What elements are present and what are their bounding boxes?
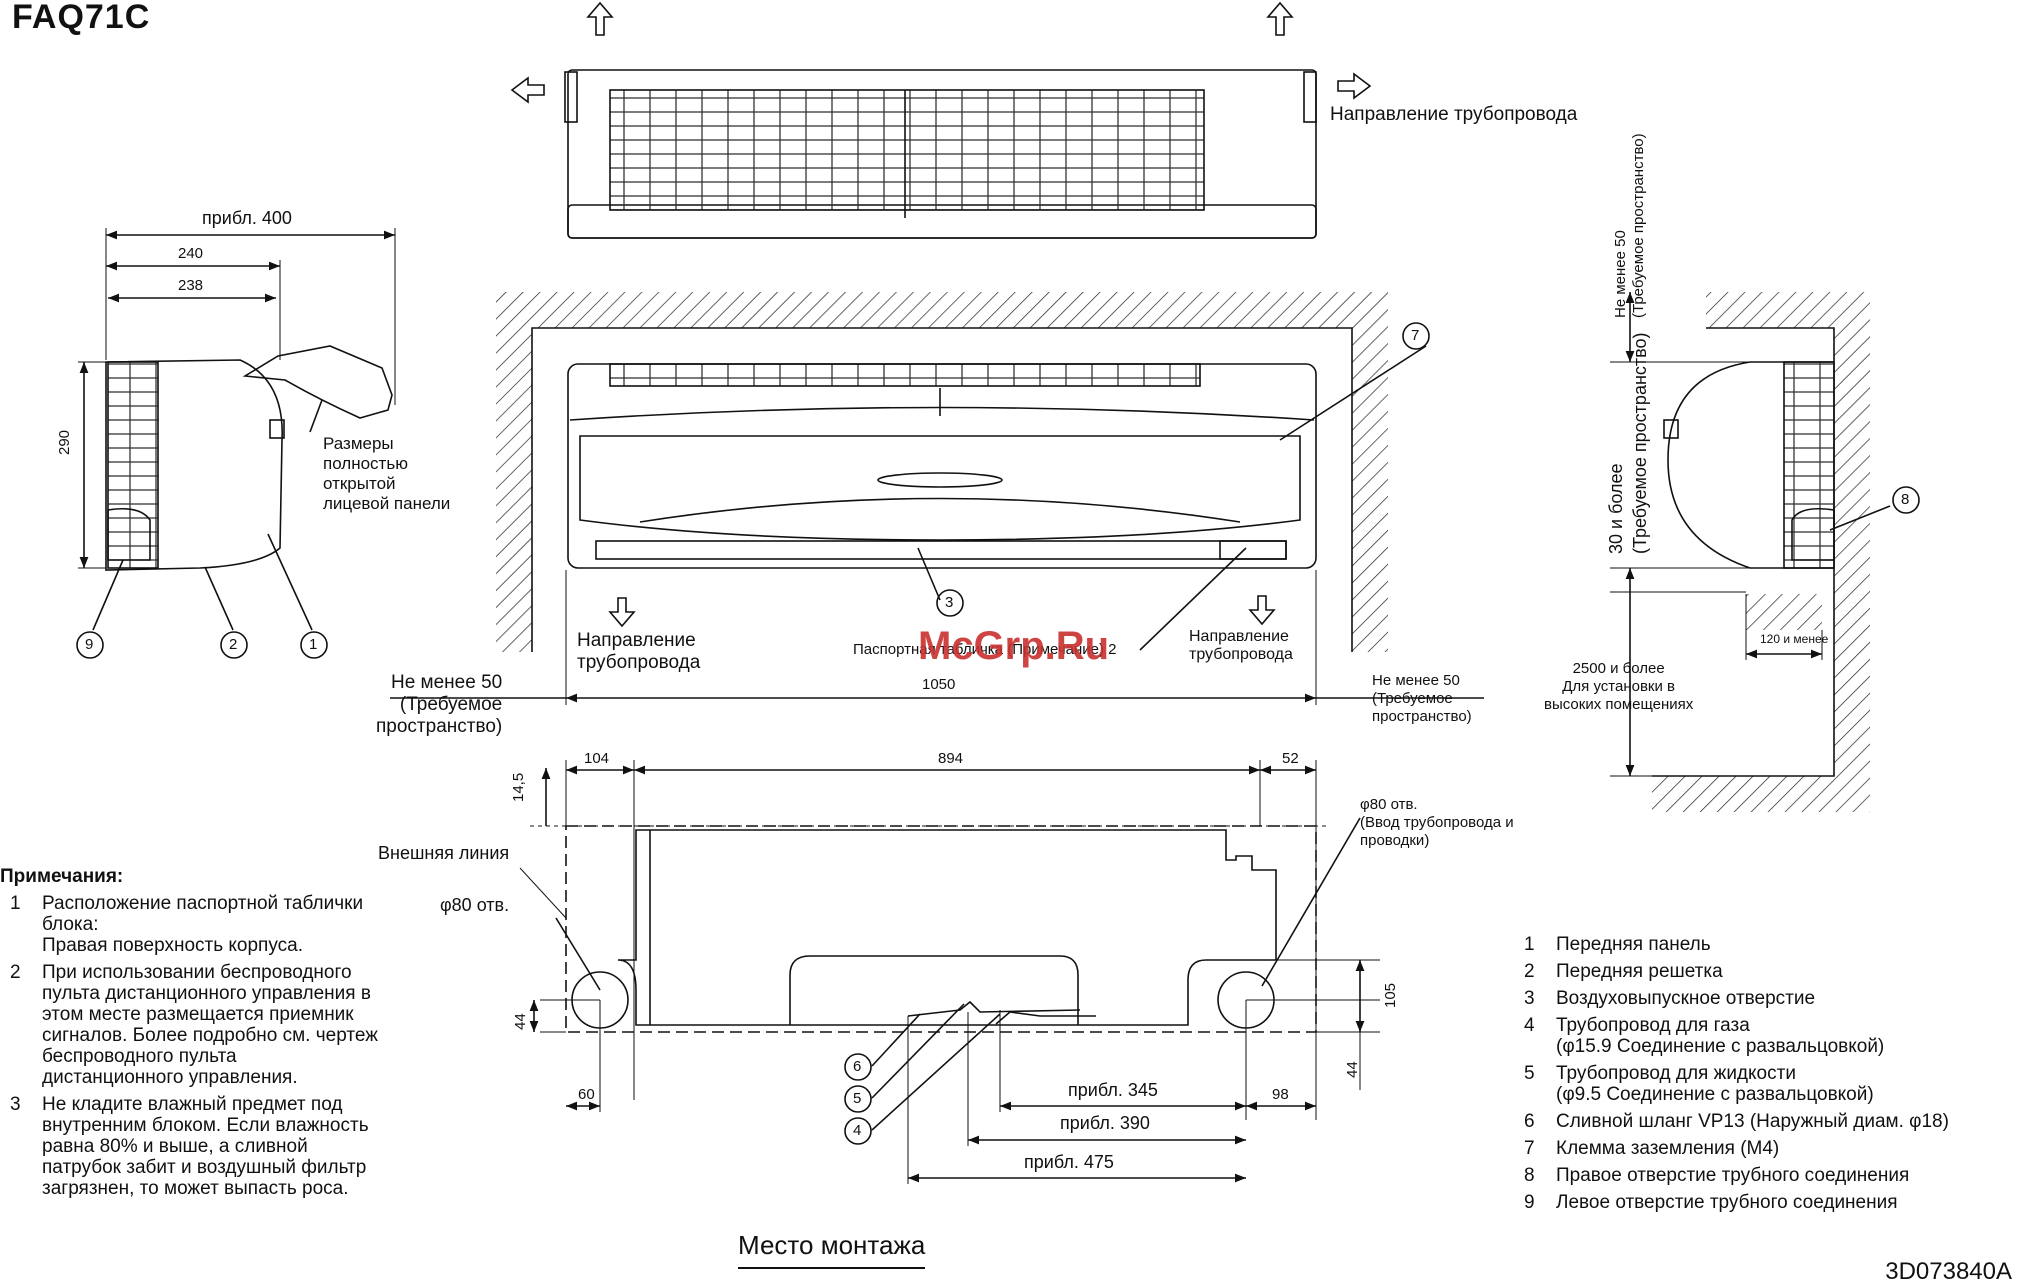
side-dim-290: 290 xyxy=(56,429,73,455)
front-view-arrows xyxy=(390,345,1484,705)
note-text: При использовании беспроводного пульта д… xyxy=(42,962,378,1088)
callout-9: 9 xyxy=(85,636,94,653)
dim-52: 52 xyxy=(1282,750,1299,767)
note-text: Не кладите влажный предмет под внутренни… xyxy=(42,1094,369,1199)
right-dim-120: 120 и менее xyxy=(1760,632,1829,646)
side-dim-240: 240 xyxy=(178,245,204,262)
callout-7: 7 xyxy=(1411,327,1420,344)
watermark: McGrp.Ru xyxy=(918,624,1110,668)
front-width: 1050 xyxy=(922,676,956,693)
legend-row: 9 Левое отверстие трубного соединения xyxy=(1524,1192,1949,1213)
notes-heading: Примечания: xyxy=(0,866,124,887)
dim-60: 60 xyxy=(578,1086,595,1103)
legend-text: Передняя панель xyxy=(1556,934,1711,955)
top-view-unit xyxy=(564,69,1317,239)
legend-text: Трубопровод для жидкости (φ9.5 Соединени… xyxy=(1556,1063,1874,1105)
legend-row: 5 Трубопровод для жидкости (φ9.5 Соединен… xyxy=(1524,1063,1949,1105)
callout-8: 8 xyxy=(1901,491,1910,508)
dim-894: 894 xyxy=(938,750,964,767)
legend-text: Сливной шланг VP13 (Наружный диам. φ18) xyxy=(1556,1111,1949,1132)
clear-left: Не менее 50 (Требуемое пространство) xyxy=(376,672,503,737)
dim-104: 104 xyxy=(584,750,610,767)
dim-14-5: 14,5 xyxy=(510,772,527,802)
airflow-arrows-top xyxy=(510,1,1372,104)
side-dim-approx: прибл. 400 xyxy=(202,208,292,228)
dim-105: 105 xyxy=(1382,982,1399,1008)
legend-row: 2 Передняя решетка xyxy=(1524,961,1949,982)
document-id: 3D073840A xyxy=(1885,1258,2012,1285)
legend-text: Левое отверстие трубного соединения xyxy=(1556,1192,1898,1213)
side-dim-238: 238 xyxy=(178,277,204,294)
legend-num: 1 xyxy=(1524,934,1535,955)
front-pipe-dir-left: Направление трубопровода xyxy=(577,630,701,673)
legend-num: 9 xyxy=(1524,1192,1535,1213)
approx-345: прибл. 345 xyxy=(1068,1080,1158,1100)
nameplate-label: Паспортная табличка (Примечание) 2 xyxy=(853,641,1117,658)
hole-right-label: φ80 отв. (Ввод трубопровода и проводки) xyxy=(1360,796,1514,849)
callout-2: 2 xyxy=(229,636,238,653)
mounting-title: Место монтажа xyxy=(738,1230,926,1269)
legend-num: 7 xyxy=(1524,1138,1535,1159)
legend-row: 3 Воздуховыпускное отверстие xyxy=(1524,988,1949,1009)
notes-block: Примечания: 1 Расположение паспортной та… xyxy=(0,866,420,1205)
note-item: 1 Расположение паспортной таблички блока… xyxy=(0,893,420,956)
right-clear-high: 2500 и более Для установки в высоких пом… xyxy=(1544,660,1694,713)
outer-line-label: Внешняя линия xyxy=(378,843,510,863)
note-number: 3 xyxy=(10,1094,21,1115)
legend-text: Передняя решетка xyxy=(1556,961,1723,982)
legend-num: 3 xyxy=(1524,988,1535,1009)
note-number: 2 xyxy=(10,962,21,983)
legend-num: 6 xyxy=(1524,1111,1535,1132)
panel-open-note: Размеры полностью открытой лицевой панел… xyxy=(323,434,451,513)
legend-row: 4 Трубопровод для газа (φ15.9 Соединение … xyxy=(1524,1015,1949,1057)
model-title: FAQ71C xyxy=(12,0,151,36)
note-text: Расположение паспортной таблички блока: … xyxy=(42,893,364,956)
callout-3: 3 xyxy=(945,594,954,611)
legend-num: 8 xyxy=(1524,1165,1535,1186)
note-number: 1 xyxy=(10,893,21,914)
note-item: 3 Не кладите влажный предмет под внутрен… xyxy=(0,1094,420,1199)
dim-98: 98 xyxy=(1272,1086,1289,1103)
callout-1: 1 xyxy=(309,636,318,653)
legend-text: Трубопровод для газа (φ15.9 Соединение с… xyxy=(1556,1015,1885,1057)
callout-5: 5 xyxy=(853,1090,862,1107)
hole-left-label: φ80 отв. xyxy=(440,895,510,915)
approx-475: прибл. 475 xyxy=(1024,1152,1114,1172)
legend-num: 2 xyxy=(1524,961,1535,982)
dim-44-right: 44 xyxy=(1344,1061,1361,1078)
parts-legend: 1 Передняя панель 2 Передняя решетка 3 Возд… xyxy=(1524,934,1949,1219)
callout-6: 6 xyxy=(853,1058,862,1075)
installation-plate xyxy=(519,760,1380,1184)
legend-text: Воздуховыпускное отверстие xyxy=(1556,988,1816,1009)
legend-row: 7 Клемма заземления (M4) xyxy=(1524,1138,1949,1159)
callout-circles xyxy=(76,322,1920,1145)
dim-44-left: 44 xyxy=(512,1013,529,1030)
note-item: 2 При использовании беспроводного пульта… xyxy=(0,962,420,1088)
top-pipe-direction: Направление трубопровода xyxy=(1330,104,1578,125)
right-clear-top: Не менее 50 (Требуемое пространство) xyxy=(1612,133,1647,318)
front-view-enclosure xyxy=(496,292,1388,652)
approx-390: прибл. 390 xyxy=(1060,1113,1150,1133)
callout-4: 4 xyxy=(853,1122,862,1139)
legend-row: 1 Передняя панель xyxy=(1524,934,1949,955)
side-view-unit xyxy=(78,228,396,631)
legend-text: Правое отверстие трубного соединения xyxy=(1556,1165,1910,1186)
legend-num: 5 xyxy=(1524,1063,1535,1084)
front-pipe-dir-right: Направление трубопровода xyxy=(1189,628,1293,663)
legend-num: 4 xyxy=(1524,1015,1535,1036)
legend-row: 8 Правое отверстие трубного соединения xyxy=(1524,1165,1949,1186)
right-clear-mid: 30 и более (Требуемое пространство) xyxy=(1606,332,1650,554)
legend-text: Клемма заземления (M4) xyxy=(1556,1138,1780,1159)
legend-row: 6 Сливной шланг VP13 (Наружный диам. φ18) xyxy=(1524,1111,1949,1132)
clear-right: Не менее 50 (Требуемое пространство) xyxy=(1372,672,1472,725)
right-side-view xyxy=(1610,292,1891,812)
